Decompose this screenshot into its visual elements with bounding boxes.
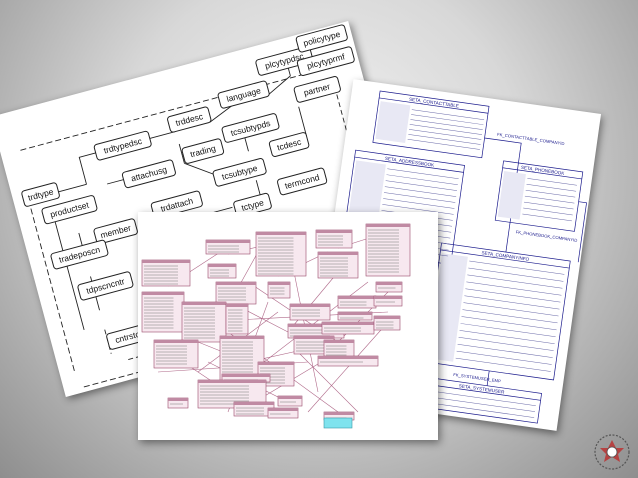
- entity-trdattach: trdattach: [150, 190, 203, 219]
- relationship-line: [307, 321, 389, 413]
- entity-box: [153, 339, 199, 369]
- entity-box: [317, 355, 379, 367]
- entity-policytype: policytype: [295, 24, 348, 53]
- entity-tcsubtypds: tcsubtypds: [221, 113, 280, 143]
- entity-partner: partner: [293, 76, 341, 103]
- entity-box: [225, 303, 249, 335]
- entity-trdtypedsc: trdtypedsc: [93, 130, 152, 161]
- relationship-line: [287, 271, 339, 333]
- table-company: SETA_COMPANYINFO: [481, 250, 530, 262]
- entity-trdtype: trdtype: [21, 182, 60, 207]
- table-address: SETA_ADDRESSBOOK: [385, 156, 436, 168]
- entity-box: [373, 295, 403, 307]
- entity-box: [317, 251, 359, 279]
- svg-text:SETA_CONTACTTABLE: SETA_CONTACTTABLE: [409, 97, 460, 109]
- svg-text:SETA_SYSTEMUSER: SETA_SYSTEMUSER: [459, 383, 506, 394]
- entity-box: [207, 263, 237, 279]
- entity-box: [289, 303, 331, 321]
- entity-box: [267, 407, 299, 419]
- corner-logo-icon: [594, 434, 630, 470]
- entity-tcdesc: tcdesc: [268, 132, 310, 158]
- entity-box: [315, 229, 353, 249]
- entity-termcond: termcond: [277, 167, 328, 196]
- entity-box: [337, 311, 373, 321]
- entity-box: [321, 321, 375, 335]
- entity-box: [337, 295, 377, 309]
- entity-box: [181, 301, 227, 343]
- entity-box: [205, 239, 251, 255]
- relation-phone-fk: FK_PHONEBOOK_COMPANYID: [515, 229, 577, 243]
- entity-trading: trading: [181, 138, 225, 164]
- entity-attachusg: attachusg: [121, 159, 176, 189]
- entity-box: [215, 281, 257, 305]
- table-system: SETA_SYSTEMUSER: [459, 383, 506, 394]
- entity-tradeposcn: tradeposcn: [50, 239, 109, 270]
- entity-box: [373, 315, 401, 331]
- entity-box: [197, 379, 267, 409]
- relation-system-fk: FK_SYSTEMUSER_EMP: [453, 372, 501, 384]
- entity-tdpscncntr: tdpscncntr: [77, 271, 134, 301]
- entity-box: [375, 281, 403, 293]
- entity-plcytyprmf: plcytyprmf: [296, 46, 355, 77]
- entity-box: [167, 397, 189, 409]
- relation-contact-fk: FK_CONTACTTABLE_COMPANYID: [497, 132, 565, 146]
- entity-box: [267, 281, 291, 299]
- entity-box: [233, 401, 275, 417]
- entity-box: [141, 259, 191, 287]
- highlighted-entity: [323, 417, 353, 429]
- svg-text:SETA_COMPANYINFO: SETA_COMPANYINFO: [481, 250, 530, 262]
- svg-text:SETA_ADDRESSBOOK: SETA_ADDRESSBOOK: [385, 156, 436, 168]
- entity-box: [365, 223, 411, 277]
- entity-productset: productset: [41, 195, 98, 225]
- entity-tctype: tctype: [233, 192, 272, 218]
- table-contact: SETA_CONTACTTABLE: [409, 97, 460, 109]
- entity-member: member: [93, 218, 138, 245]
- entity-box: [141, 291, 185, 333]
- entity-trddesc: trddesc: [167, 106, 212, 133]
- pink-er-diagram-sheet: [138, 212, 438, 440]
- entity-box: [255, 231, 307, 277]
- table-phone: SETA_PHONEBOOK: [521, 165, 566, 176]
- entity-tcsubtype: tcsubtype: [212, 158, 267, 187]
- svg-text:SETA_PHONEBOOK: SETA_PHONEBOOK: [521, 165, 566, 176]
- entity-language: language: [217, 80, 270, 109]
- entity-plcytypdsc: plcytypdsc: [255, 46, 314, 76]
- entity-box: [277, 395, 303, 407]
